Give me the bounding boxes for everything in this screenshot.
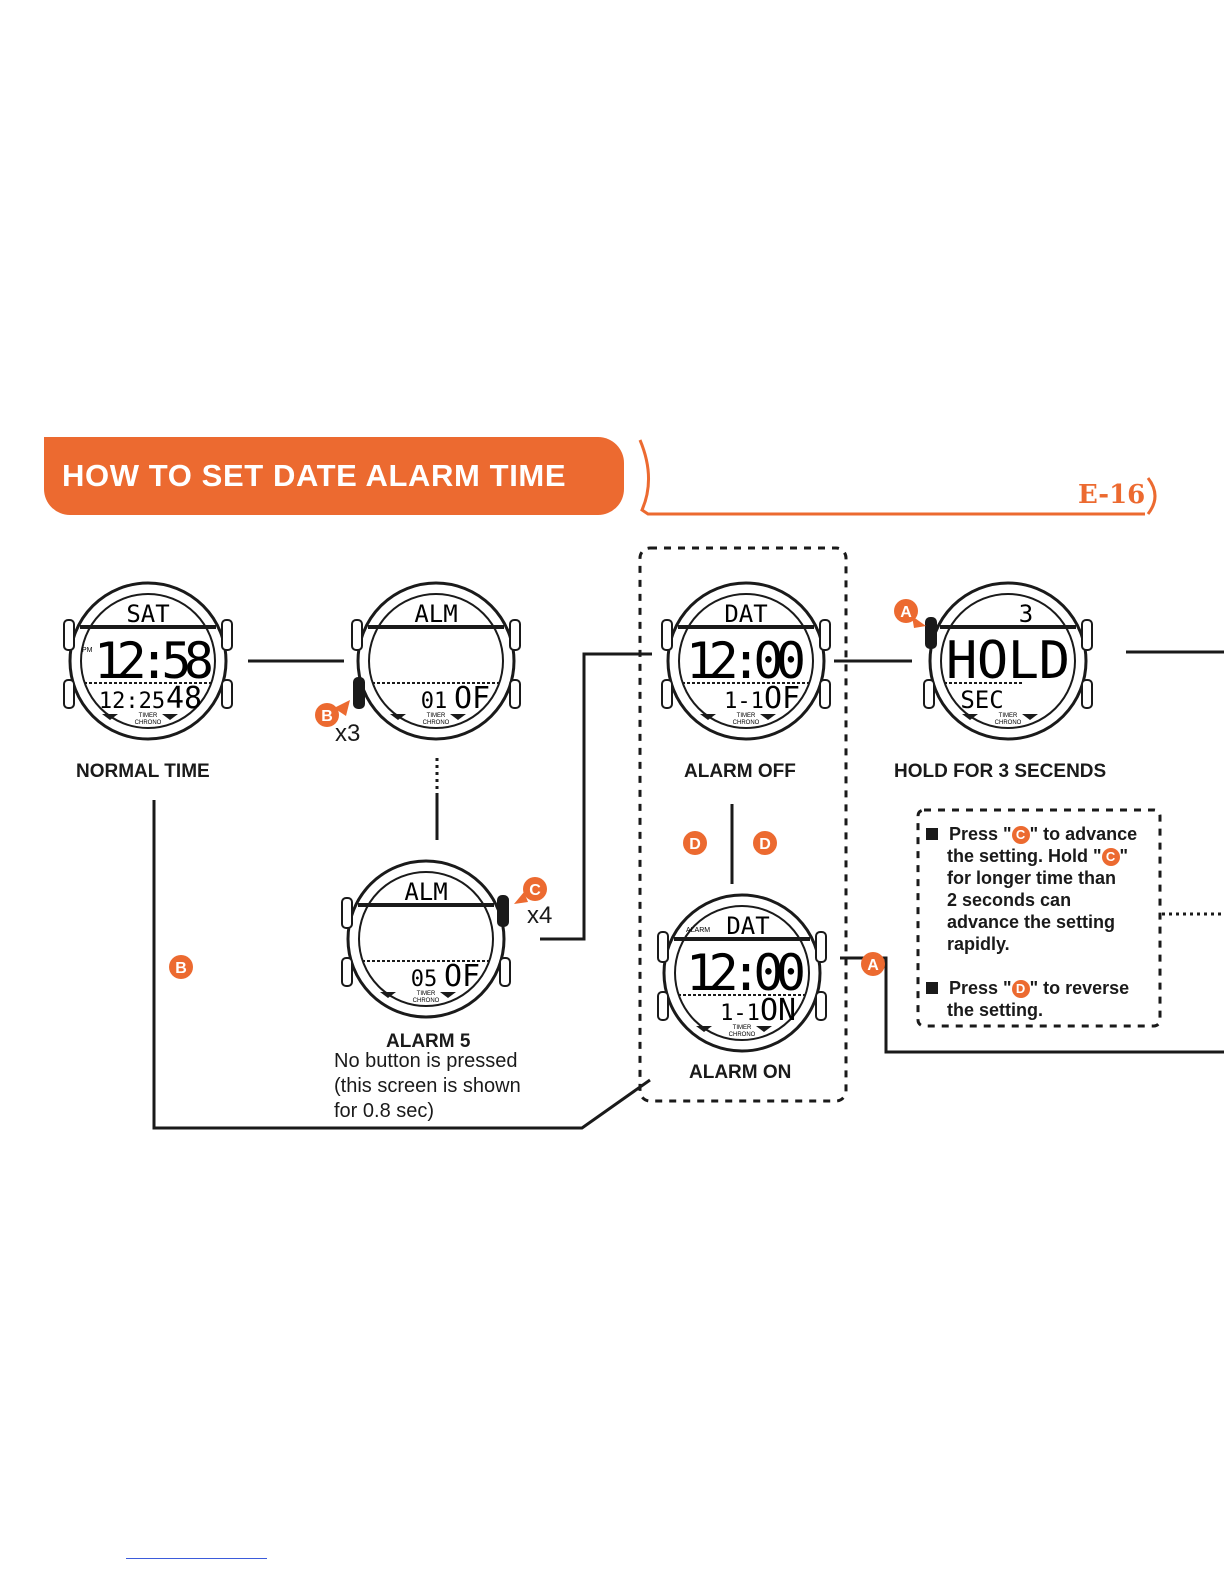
watch-footer-2: CHRONO (733, 720, 760, 726)
page-number: E-16 (1078, 480, 1146, 510)
svg-text:C: C (529, 882, 541, 899)
instr-c-line-4: 2 seconds can (947, 890, 1072, 910)
svg-text:D: D (689, 836, 701, 853)
instruction-c: Press "C" to advance the setting. Hold "… (926, 823, 1137, 955)
alarm5-note: No button is pressed (this screen is sho… (334, 1049, 521, 1124)
watch-alarm-on: ALARM DAT 12:00 1-1 ON TIMER CHRONO (657, 893, 827, 1053)
watch-alarm-1: ALM 01 OF TIMER CHRONO (351, 581, 521, 741)
badge-c-alarm5: C (514, 877, 547, 904)
watch-alarm-off: DAT 12:00 1-1 OF TIMER CHRONO (661, 581, 831, 741)
watch-main-text: 12:00 (686, 632, 806, 690)
watch-normal-time: SAT PM 12:58 12:25 48 TIMER CHRONO (63, 581, 233, 741)
badge-d-inline: D (1011, 980, 1030, 998)
watch-sub-left: 1-1 (720, 1001, 760, 1026)
instr-c-line-5: advance the setting (947, 912, 1116, 932)
instr-d-line-1a: Press " (949, 978, 1012, 998)
watch-sub-right: 48 (166, 681, 202, 716)
instr-c-line-1a: Press " (949, 824, 1012, 844)
watch-hold: 3 HOLD SEC TIMER CHRONO (923, 581, 1093, 741)
watch-footer-1: TIMER (417, 991, 436, 997)
connector-b-return (152, 800, 651, 1130)
watch-sub-right: OF (444, 959, 480, 994)
watch-alarm-5: ALM 05 OF TIMER CHRONO (341, 859, 511, 1019)
instr-d-line-1b: " to reverse (1029, 978, 1130, 998)
b-multiplier: x3 (335, 720, 361, 747)
title-banner (44, 437, 624, 515)
badge-b-return: B (169, 955, 193, 979)
svg-text:D: D (759, 836, 771, 853)
watch-top-text: DAT (726, 912, 769, 940)
label-hold: HOLD FOR 3 SECENDS (894, 761, 1107, 782)
badge-d-right: D (753, 831, 777, 855)
watch-top-text: ALM (414, 600, 457, 628)
bullet-square-icon (926, 828, 938, 840)
label-alarm-off: ALARM OFF (684, 761, 796, 782)
bullet-square-icon (926, 982, 938, 994)
alarm5-note-line-3: for 0.8 sec) (334, 1100, 435, 1122)
watch-footer-1: TIMER (733, 1025, 752, 1031)
footer-rule (126, 1558, 267, 1559)
page-title: HOW TO SET DATE ALARM TIME (62, 458, 567, 493)
instruction-d: Press "D" to reverse the setting. (926, 977, 1129, 1021)
watch-footer-2: CHRONO (423, 720, 450, 726)
watch-sub-left: 12:25 (99, 689, 165, 714)
watch-main-text: 12:00 (686, 944, 806, 1002)
watch-indicator: ALARM (686, 927, 710, 934)
connector-alarm5-alarmoff (540, 652, 652, 941)
watch-footer-1: TIMER (999, 713, 1018, 719)
watch-main-text: HOLD (946, 631, 1070, 691)
watch-main-text: 12:58 (94, 632, 214, 690)
watch-indicator: PM (82, 647, 93, 654)
alarm-group-box (638, 546, 848, 1103)
watch-footer-1: TIMER (737, 713, 756, 719)
watch-footer-2: CHRONO (135, 720, 162, 726)
badge-d-left: D (683, 831, 707, 855)
instr-c-line-1b: " to advance (1029, 824, 1138, 844)
watch-footer-2: CHRONO (729, 1032, 756, 1038)
instr-c-line-3: for longer time than (947, 868, 1117, 888)
label-alarm-on: ALARM ON (689, 1062, 792, 1083)
c-multiplier: x4 (527, 902, 553, 929)
header-bracket-right (1146, 477, 1157, 515)
svg-text:A: A (900, 604, 912, 621)
label-alarm-5: ALARM 5 (386, 1031, 471, 1052)
watch-sub-left: 05 (411, 967, 438, 992)
instr-c-line-2a: the setting. Hold " (947, 846, 1102, 866)
watch-sub-left: 1-1 (724, 689, 764, 714)
watch-top-text: SAT (126, 600, 169, 628)
svg-text:B: B (321, 708, 333, 725)
watch-top-text: 3 (1019, 600, 1033, 628)
svg-text:A: A (867, 957, 879, 974)
badge-a-alarmon: A (861, 952, 885, 976)
badge-c-inline: C (1011, 826, 1030, 844)
watch-sub-left: SEC (960, 686, 1003, 714)
watch-footer-1: TIMER (139, 713, 158, 719)
badge-c-inline-2: C (1101, 848, 1120, 866)
label-normal-time: NORMAL TIME (76, 761, 210, 782)
header-bracket-left (638, 439, 1145, 516)
watch-footer-2: CHRONO (995, 720, 1022, 726)
watch-sub-left: 01 (421, 689, 448, 714)
badge-a-hold: A (894, 599, 926, 628)
watch-top-text: ALM (404, 878, 447, 906)
watch-top-text: DAT (724, 600, 767, 628)
instr-c-line-2b: " (1119, 846, 1129, 866)
watch-sub-right: OF (454, 681, 490, 716)
instr-d-line-2: the setting. (947, 1000, 1044, 1020)
alarm5-note-line-2: (this screen is shown (334, 1075, 521, 1097)
watch-footer-1: TIMER (427, 713, 446, 719)
instr-c-line-6: rapidly. (947, 934, 1010, 954)
watch-sub-right: ON (760, 993, 796, 1028)
badge-b-alarm1: B (315, 700, 350, 727)
watch-footer-2: CHRONO (413, 998, 440, 1004)
svg-text:B: B (175, 960, 187, 977)
watch-sub-right: OF (764, 681, 800, 716)
instruction-box (916, 808, 1162, 1028)
alarm5-note-line-1: No button is pressed (334, 1050, 518, 1072)
